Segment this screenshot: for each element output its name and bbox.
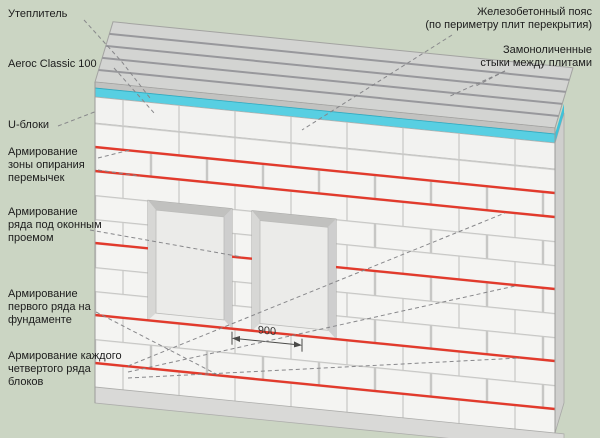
slab-joint-lines — [98, 32, 570, 117]
reinforcement-lines — [95, 145, 555, 411]
wall-end-face — [554, 112, 565, 434]
iso-structure: 900 — [94, 21, 574, 438]
window-left-inner — [155, 209, 225, 321]
leader-lintel-zone-2 — [97, 169, 141, 177]
u-block-joints — [122, 99, 516, 166]
window-left-sill — [148, 313, 232, 329]
label-slab-joints-line1: Замоноличенные — [503, 44, 592, 56]
window-right-lintel-underside — [252, 210, 336, 228]
leader-insulation — [83, 19, 151, 99]
dimension-900: 900 — [231, 324, 303, 352]
leader-under-window — [89, 229, 243, 258]
dimension-value: 900 — [258, 324, 276, 338]
insulation-end-cap — [555, 103, 564, 143]
leader-every-fourth-2 — [127, 285, 516, 373]
label-slab-joints-line2: стыки между плитами — [480, 56, 592, 69]
window-left-jamb-right — [224, 208, 232, 329]
leader-every-fourth-1 — [127, 212, 506, 367]
label-rc-belt-line2: (по периметру плит перекрытия) — [425, 18, 592, 31]
label-u-blocks: U-блоки — [8, 119, 50, 131]
dimension-arrow-right — [294, 341, 302, 348]
label-first-row: Армирование первого ряда на фундаменте — [8, 288, 91, 326]
label-insulation: Утеплитель — [8, 8, 68, 20]
label-material: Aeroc Classic 100 — [8, 58, 97, 70]
window-opening-left — [147, 199, 233, 330]
window-right-jamb-left — [252, 210, 260, 331]
leader-material — [113, 67, 156, 115]
label-rc-belt-line1: Железобетонный пояс — [477, 6, 592, 18]
leader-rc-belt — [301, 34, 453, 131]
dimension-line — [239, 338, 295, 345]
label-rc-belt: Железобетонный пояс (по периметру плит п… — [332, 6, 592, 32]
label-slab-joints: Замоноличенные стыки между плитами — [422, 44, 592, 70]
label-under-window: Армирование ряда под оконным проемом — [8, 206, 102, 244]
window-left-lintel-underside — [148, 200, 232, 217]
wall-edges — [94, 81, 556, 434]
leader-lines — [57, 19, 521, 379]
window-left-jamb-left — [148, 200, 156, 321]
leader-slab-joints-2 — [473, 70, 506, 88]
window-right-jamb-right — [328, 219, 336, 340]
dimension-arrow-left — [232, 335, 240, 342]
leader-lintel-zone-1 — [97, 149, 131, 159]
label-lintel-zone: Армирование зоны опирания перемычек — [8, 146, 85, 184]
window-right-sill — [252, 323, 336, 340]
leader-every-fourth-3 — [127, 357, 521, 379]
label-every-fourth: Армирование каждого четвертого ряда блок… — [8, 350, 122, 388]
leader-first-row — [95, 311, 221, 377]
window-opening-right — [251, 210, 337, 340]
leader-slab-joints-1 — [447, 70, 506, 98]
window-right-inner — [259, 220, 329, 331]
